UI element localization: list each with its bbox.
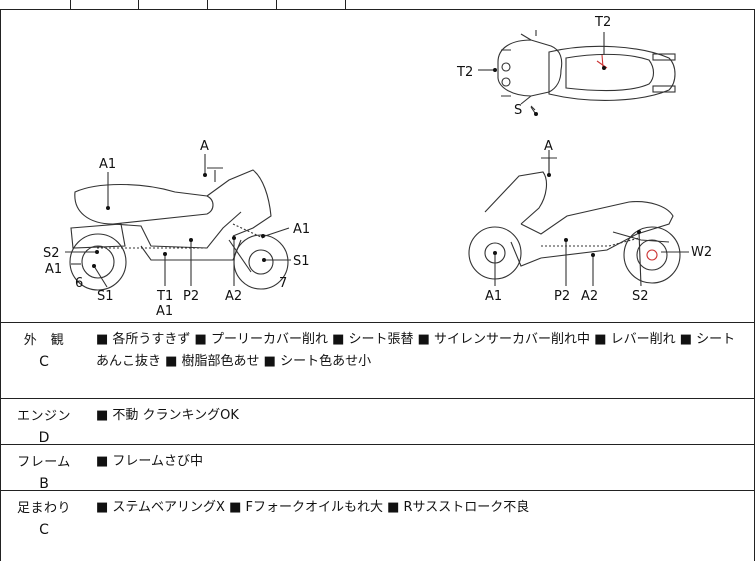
- label-a1-left-seat: A1: [99, 157, 116, 172]
- label-a1-right: A1: [485, 289, 502, 304]
- category-name: フレーム: [17, 455, 71, 470]
- label-s2-right: S2: [632, 289, 649, 304]
- scooter-left-view: [69, 167, 289, 291]
- row-frame: フレーム B ■ フレームさび中: [0, 444, 755, 492]
- label-6-left: 6: [75, 276, 83, 291]
- label-a-right-mirror: A: [544, 139, 553, 154]
- table-divider: [276, 0, 277, 10]
- label-t1-left: T1: [156, 289, 173, 304]
- label-a-left-mirror: A: [200, 139, 209, 154]
- label-a1-left-front: A1: [293, 222, 310, 237]
- label-a2-left: A2: [225, 289, 242, 304]
- top-table-edge: [0, 0, 755, 10]
- category-cell: 外 観 C: [0, 323, 88, 370]
- damage-diagram: T2 T2 S A1 A A1 S2 A1 6 S1 T1 A1 P2 A2 S…: [0, 10, 755, 322]
- category-grade: C: [39, 522, 49, 538]
- condition-table: 外 観 C ■ 各所うすきず ■ プーリーカバー削れ ■ シート張替 ■ サイレ…: [0, 322, 755, 562]
- label-7-left: 7: [279, 276, 287, 291]
- category-grade: C: [39, 354, 49, 370]
- category-name: 足まわり: [16, 501, 71, 516]
- label-t2-front: T2: [456, 65, 473, 80]
- scooter-top-view: [497, 30, 676, 111]
- label-a2-right: A2: [581, 289, 598, 304]
- category-name: 外 観: [23, 333, 65, 348]
- row-suspension: 足まわり C ■ ステムベアリングX ■ Fフォークオイルもれ大 ■ Rサススト…: [0, 490, 755, 562]
- damage-mark: [646, 249, 658, 261]
- category-notes: ■ 各所うすきず ■ プーリーカバー削れ ■ シート張替 ■ サイレンサーカバー…: [96, 332, 736, 369]
- category-name: エンジン: [16, 409, 71, 424]
- label-t2-top: T2: [594, 15, 611, 30]
- label-s1-left-rear: S1: [97, 289, 114, 304]
- category-notes: ■ ステムベアリングX ■ Fフォークオイルもれ大 ■ Rサスストローク不良: [96, 500, 530, 515]
- label-a1-left-rear: A1: [45, 262, 62, 277]
- table-divider: [70, 0, 71, 10]
- label-p2-left: P2: [183, 289, 199, 304]
- label-a1-left-floor: A1: [156, 304, 173, 319]
- row-engine: エンジン D ■ 不動 クランキングOK: [0, 398, 755, 446]
- left-border: [0, 322, 1, 561]
- category-cell: フレーム B: [0, 445, 88, 492]
- category-notes: ■ 不動 クランキングOK: [96, 408, 239, 423]
- scooter-diagram-svg: T2 T2 S A1 A A1 S2 A1 6 S1 T1 A1 P2 A2 S…: [43, 15, 712, 319]
- category-cell: 足まわり C: [0, 491, 88, 538]
- category-grade: B: [39, 476, 49, 492]
- label-s1-left-front: S1: [293, 254, 310, 269]
- category-cell: エンジン D: [0, 399, 88, 446]
- label-s-top: S: [514, 103, 522, 118]
- label-p2-right: P2: [554, 289, 570, 304]
- scooter-right-view: [468, 157, 681, 284]
- label-w2-right: W2: [691, 245, 712, 260]
- table-divider: [345, 0, 346, 10]
- label-s2-left: S2: [43, 246, 60, 261]
- row-exterior: 外 観 C ■ 各所うすきず ■ プーリーカバー削れ ■ シート張替 ■ サイレ…: [0, 322, 755, 398]
- table-divider: [138, 0, 139, 10]
- category-grade: D: [38, 430, 50, 446]
- table-divider: [207, 0, 208, 10]
- category-notes: ■ フレームさび中: [96, 454, 204, 469]
